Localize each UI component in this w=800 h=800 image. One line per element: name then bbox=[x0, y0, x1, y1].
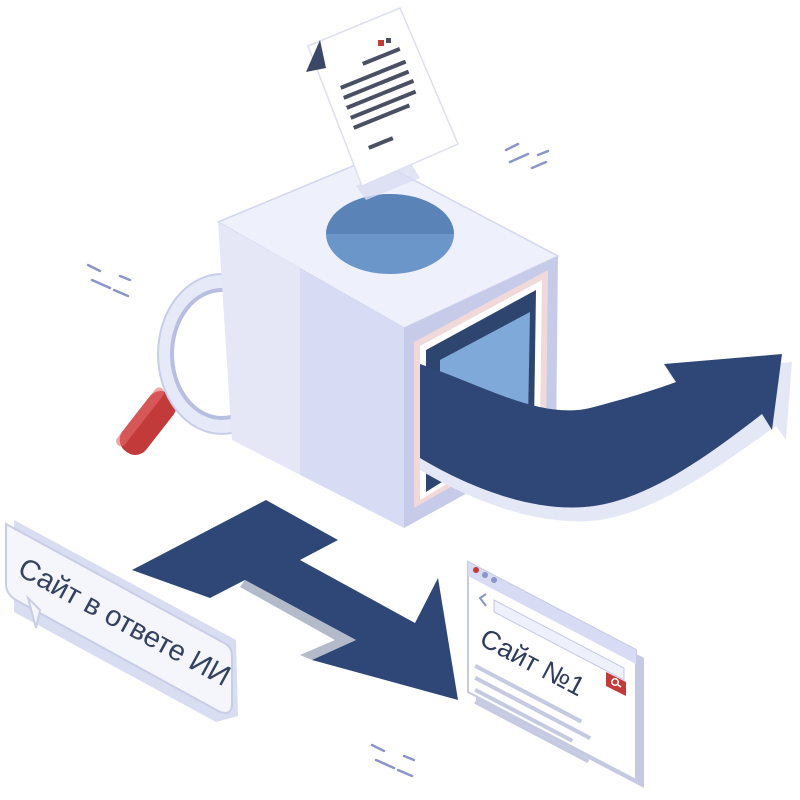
search-icon[interactable] bbox=[606, 672, 626, 696]
sparkle-icon bbox=[370, 743, 416, 778]
window-maximize-icon[interactable] bbox=[491, 577, 497, 583]
browser-window: Сайт №1 bbox=[467, 560, 644, 788]
document-icon bbox=[306, 7, 459, 200]
arrow-icon bbox=[420, 354, 792, 522]
sparkle-icon bbox=[504, 142, 550, 170]
chevron-left-icon[interactable] bbox=[478, 593, 487, 607]
sparkle-icon bbox=[86, 263, 132, 298]
window-minimize-icon[interactable] bbox=[482, 572, 488, 578]
window-close-icon[interactable] bbox=[473, 567, 479, 573]
page-content-lines bbox=[474, 664, 592, 764]
speech-bubble: Сайт в ответе ИИ bbox=[5, 520, 238, 722]
arrow-icon bbox=[132, 500, 458, 700]
